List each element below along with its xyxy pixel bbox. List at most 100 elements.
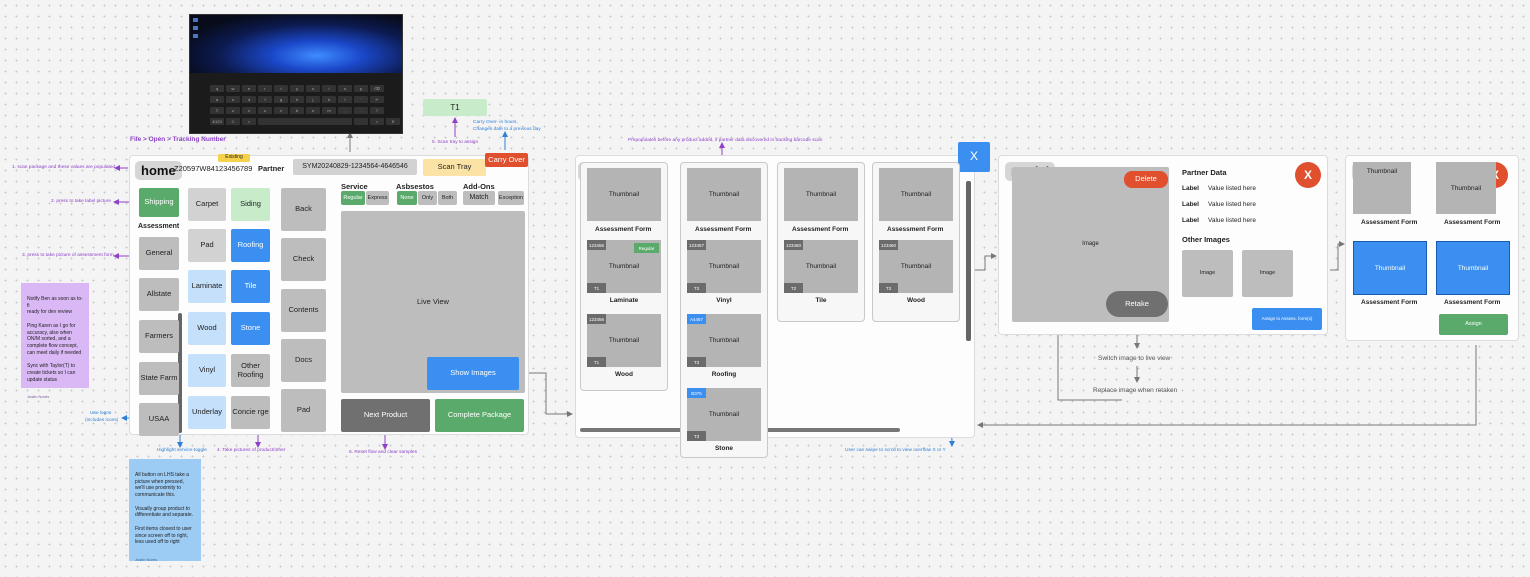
other-back-button[interactable]: Back xyxy=(281,188,326,231)
keyboard-key[interactable]: m xyxy=(322,107,336,114)
product-tile-button[interactable]: Tile xyxy=(231,270,270,303)
keyboard-key[interactable]: z xyxy=(226,107,240,114)
keyboard-key[interactable]: ? xyxy=(370,107,384,114)
retake-button[interactable]: Retake xyxy=(1106,291,1168,317)
product-wood-button[interactable]: Wood xyxy=(188,312,226,345)
keyboard-key[interactable]: s xyxy=(226,96,240,103)
keyboard-key[interactable]: f xyxy=(258,96,272,103)
assessment-usaa-button[interactable]: USAA xyxy=(139,403,179,436)
product-underlay-button[interactable]: Underlay xyxy=(188,396,226,429)
keyboard-key[interactable]: g xyxy=(274,96,288,103)
keyboard-spacebar[interactable] xyxy=(258,118,352,125)
other-pad-button[interactable]: Pad xyxy=(281,389,326,432)
keyboard-key[interactable]: ' xyxy=(354,96,368,103)
delete-button[interactable]: Delete xyxy=(1124,171,1168,188)
partner-field[interactable]: SYM20240829-1234564-4646546 xyxy=(293,159,417,175)
keyboard-key[interactable]: w xyxy=(226,85,240,92)
keyboard-key[interactable]: o xyxy=(338,85,352,92)
other-docs-button[interactable]: Docs xyxy=(281,339,326,382)
assign-to-form-button[interactable]: Assign to Assess. form(s) xyxy=(1252,308,1322,330)
gallery-form-thumbnail[interactable]: Thumbnail xyxy=(587,168,661,221)
keyboard-key[interactable]: . xyxy=(354,107,368,114)
keyboard-key[interactable]: h xyxy=(290,96,304,103)
product-vinyl-button[interactable]: Vinyl xyxy=(188,354,226,387)
keyboard-key[interactable]: t xyxy=(274,85,288,92)
gallery-tray-tag: T1 xyxy=(587,283,606,293)
keyboard-key[interactable]: k xyxy=(322,96,336,103)
keyboard-key[interactable]: ☺ xyxy=(226,118,240,125)
keyboard-key[interactable]: l xyxy=(338,96,352,103)
next-product-button[interactable]: Next Product xyxy=(341,399,430,432)
gallery-close-button[interactable]: X xyxy=(958,142,990,172)
gallery-form-thumbnail[interactable]: Thumbnail xyxy=(687,168,761,221)
keyboard-key[interactable]: b xyxy=(290,107,304,114)
keyboard-key[interactable]: x xyxy=(242,107,256,114)
partner-data-label: Label xyxy=(1182,201,1199,208)
shipping-button[interactable]: Shipping xyxy=(139,188,179,217)
product-laminate-button[interactable]: Laminate xyxy=(188,270,226,303)
assessment-allstate-button[interactable]: Allstate xyxy=(139,278,179,311)
keyboard-key[interactable]: ↵ xyxy=(370,96,384,103)
product-other-roofing-button[interactable]: Other Roofing xyxy=(231,354,270,387)
other-contents-button[interactable]: Contents xyxy=(281,289,326,332)
keyboard-key[interactable]: ✕ xyxy=(386,118,400,125)
other-image-1[interactable]: Image xyxy=(1182,250,1233,297)
keyboard-key[interactable]: y xyxy=(290,85,304,92)
product-carpet-button[interactable]: Carpet xyxy=(188,188,226,221)
keyboard-key[interactable]: c xyxy=(258,107,272,114)
gallery-product-name: Stone xyxy=(714,445,734,452)
gallery-form-thumbnail[interactable]: Thumbnail xyxy=(879,168,953,221)
keyboard-key[interactable]: q xyxy=(210,85,224,92)
show-images-button[interactable]: Show Images xyxy=(427,357,519,390)
asbestos-both[interactable]: Both xyxy=(438,191,457,205)
screen-form-label-2: Assessment Form xyxy=(1444,219,1501,226)
modal-close-icon[interactable]: X xyxy=(1295,162,1321,188)
complete-package-button[interactable]: Complete Package xyxy=(435,399,524,432)
keyboard-key[interactable]: n xyxy=(306,107,320,114)
keyboard-key[interactable]: v xyxy=(274,107,288,114)
other-image-2[interactable]: Image xyxy=(1242,250,1293,297)
keyboard-key[interactable] xyxy=(354,118,368,125)
keyboard-key[interactable]: a xyxy=(210,96,224,103)
keyboard-key[interactable]: d xyxy=(242,96,256,103)
service-toggle-scrollbar[interactable] xyxy=(178,313,182,433)
tracking-number: Z20597W84123456789 xyxy=(174,164,253,173)
keyboard-key[interactable]: ⇧ xyxy=(210,107,224,114)
keyboard-key[interactable]: > xyxy=(370,118,384,125)
product-stone-button[interactable]: Stone xyxy=(231,312,270,345)
other-check-button[interactable]: Check xyxy=(281,238,326,281)
keyboard-key[interactable]: p xyxy=(354,85,368,92)
keyboard-key[interactable]: &123 xyxy=(210,118,224,125)
scan-tray-button[interactable]: Scan Tray xyxy=(423,159,486,176)
gallery-vertical-scrollbar[interactable] xyxy=(966,181,971,341)
asbestos-none[interactable]: None xyxy=(397,191,417,205)
addon-match[interactable]: Match xyxy=(463,191,495,205)
keyboard-key[interactable]: < xyxy=(242,118,256,125)
product-roofing-button[interactable]: Roofing xyxy=(231,229,270,262)
keyboard-key[interactable]: u xyxy=(306,85,320,92)
keyboard-key[interactable]: i xyxy=(322,85,336,92)
assessment-farmers-button[interactable]: Farmers xyxy=(139,320,179,353)
assign-button[interactable]: Assign xyxy=(1439,314,1508,335)
keyboard-key[interactable]: ⌫ xyxy=(370,85,384,92)
assessment-state-farm-button[interactable]: State Farm xyxy=(139,362,179,395)
screen-thumb-2[interactable]: Thumbnail xyxy=(1436,162,1496,214)
keyboard-key[interactable]: r xyxy=(258,85,272,92)
screen-thumb-3[interactable]: Thumbnail xyxy=(1353,241,1427,295)
keyboard-key[interactable]: j xyxy=(306,96,320,103)
addon-exception[interactable]: Exception xyxy=(498,191,524,205)
asbestos-only[interactable]: Only xyxy=(418,191,437,205)
service-regular[interactable]: Regular xyxy=(341,191,365,205)
keyboard-key[interactable]: e xyxy=(242,85,256,92)
carry-over-button[interactable]: Carry Over xyxy=(485,153,528,167)
product-concie-rge-button[interactable]: Concie rge xyxy=(231,396,270,429)
product-pad-button[interactable]: Pad xyxy=(188,229,226,262)
screen-thumb-4[interactable]: Thumbnail xyxy=(1436,241,1510,295)
assessment-general-button[interactable]: General xyxy=(139,237,179,270)
keyboard-key[interactable]: , xyxy=(338,107,352,114)
screen-thumb-1[interactable]: Thumbnail xyxy=(1353,162,1411,214)
gallery-form-thumbnail[interactable]: Thumbnail xyxy=(784,168,858,221)
product-siding-button[interactable]: Siding xyxy=(231,188,270,221)
service-express[interactable]: Express xyxy=(366,191,389,205)
